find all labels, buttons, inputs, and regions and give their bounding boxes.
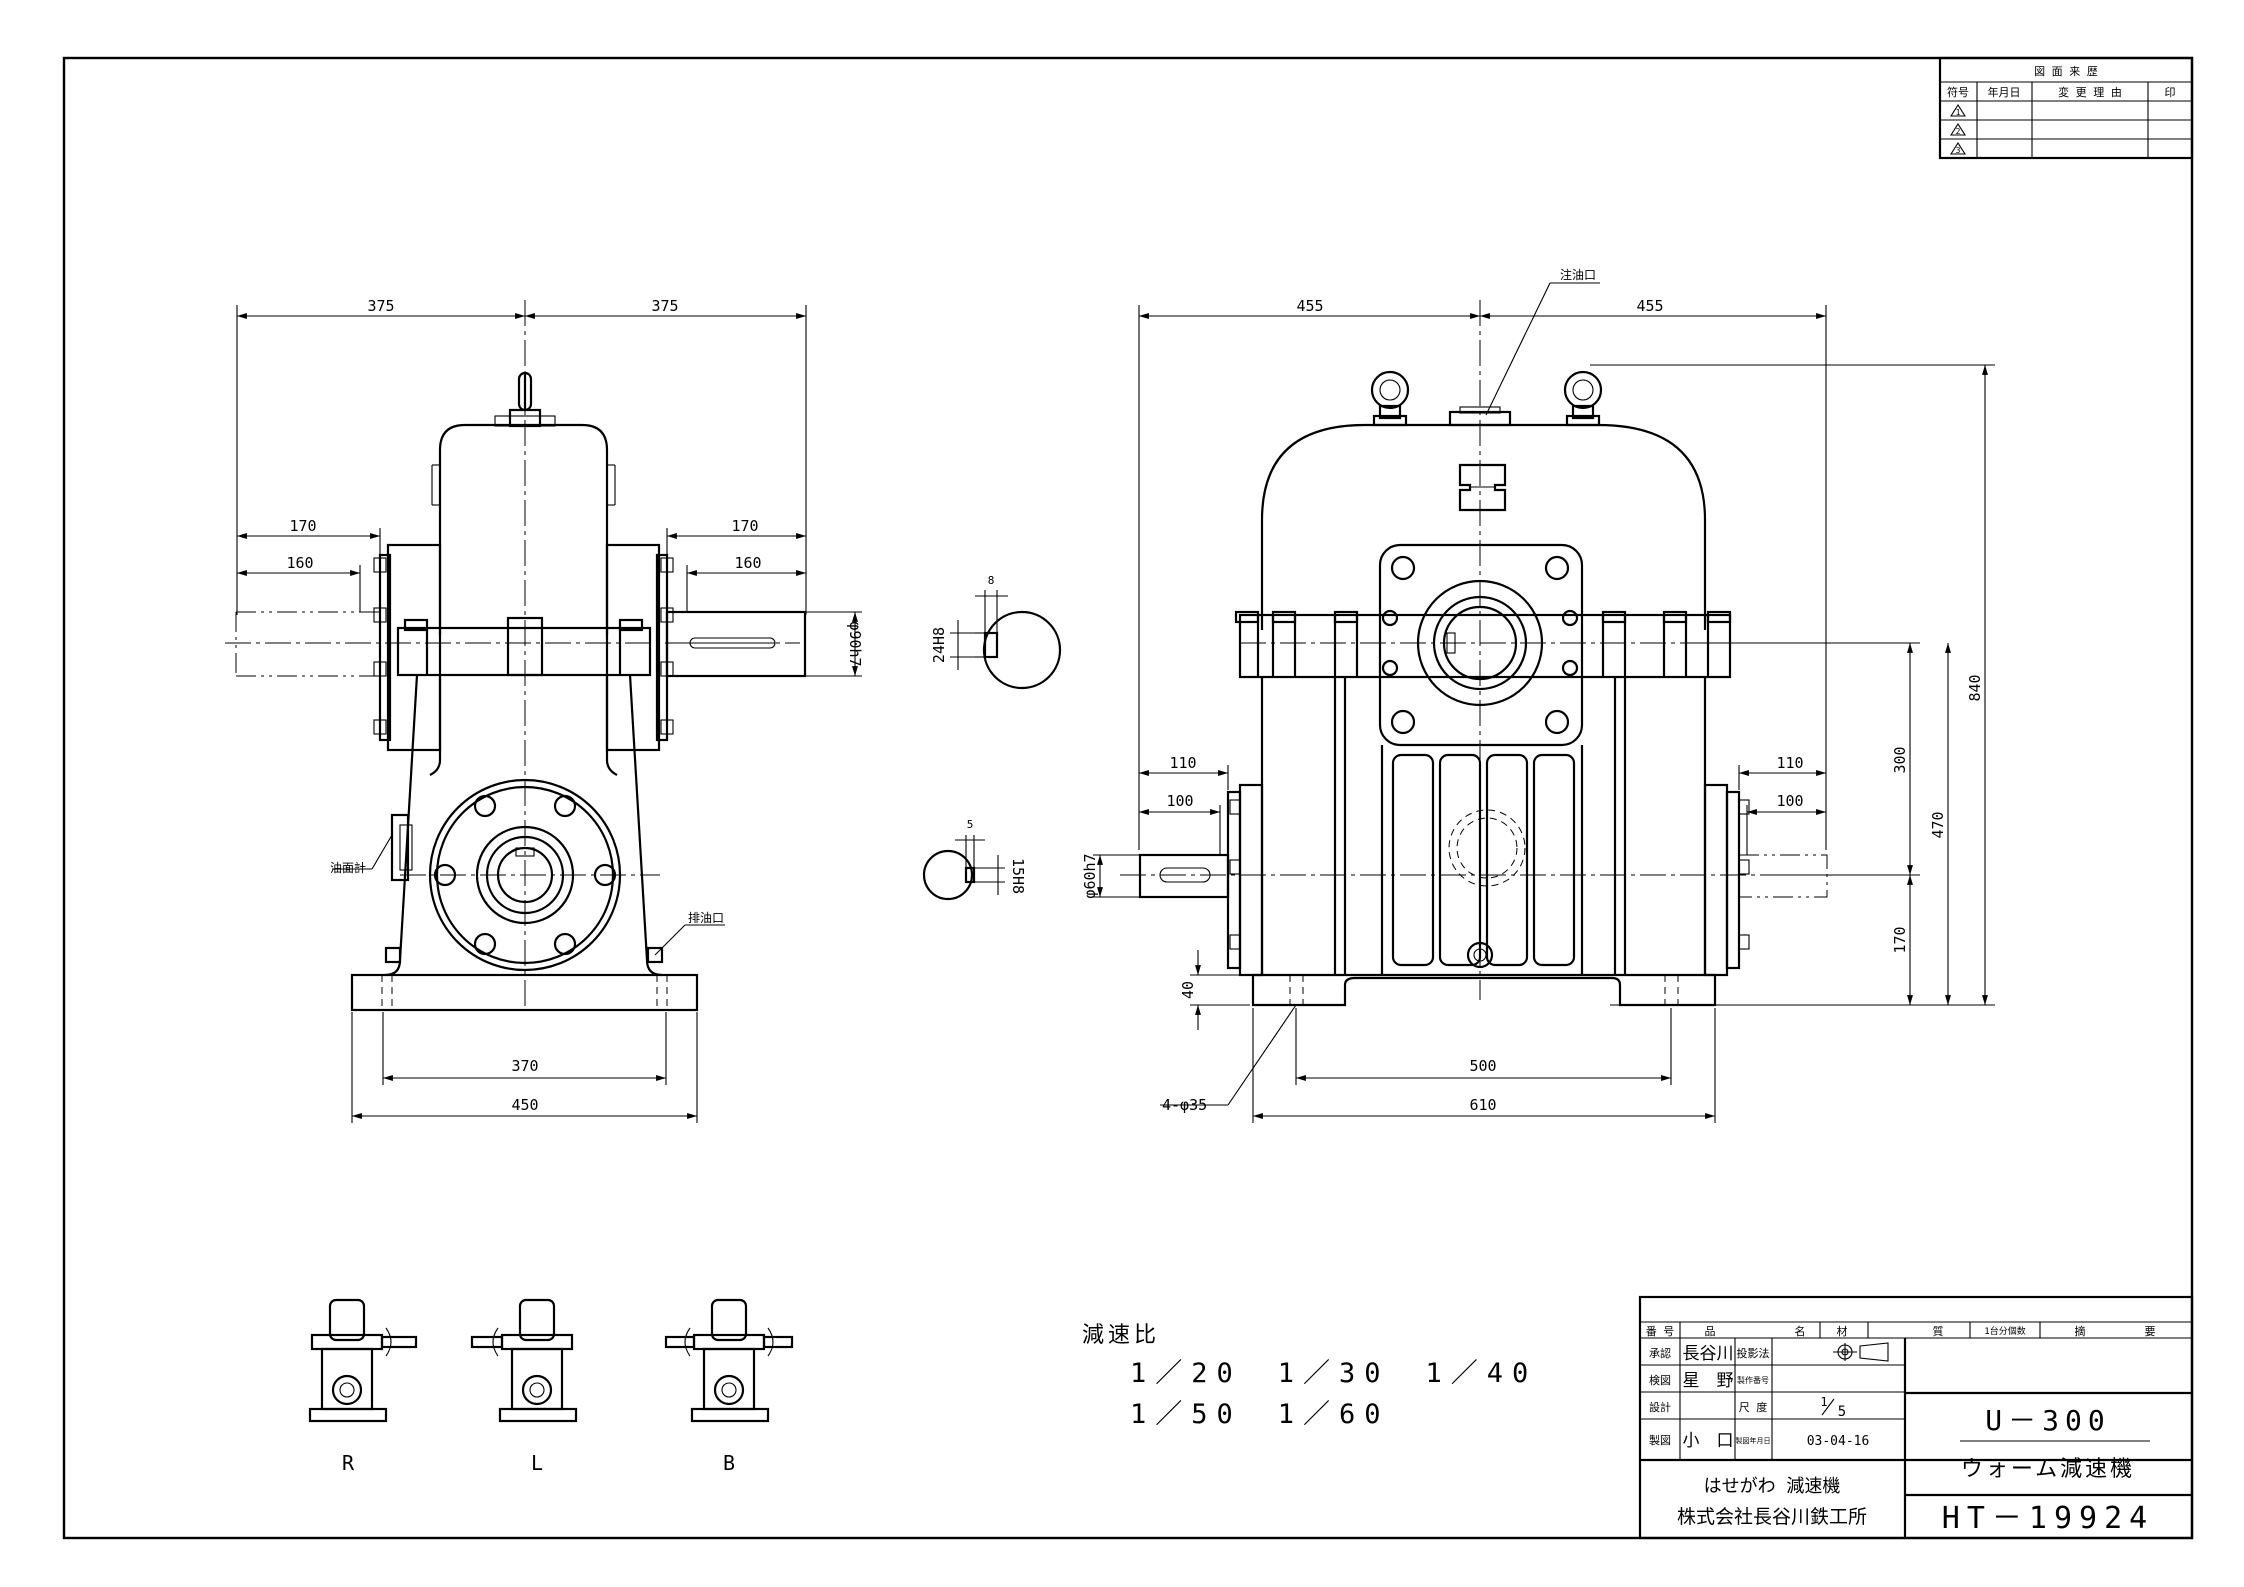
dim-front-100-left: 100 xyxy=(1166,792,1193,810)
dim-front-worm-dia: φ60h7 xyxy=(1081,853,1099,898)
title-block: 番 号 品 名 材 質 1台分個数 摘 要 承認 長谷川 投影法 検図 星 野 … xyxy=(1638,1295,2194,1540)
oil-gauge-label: 油面計 xyxy=(330,860,366,875)
tb-date-value: 03-04-16 xyxy=(1807,1434,1870,1449)
tb-header-number: 番 号 xyxy=(1646,1325,1675,1338)
sheet-border xyxy=(62,56,2194,1540)
dim-side-375-right: 375 xyxy=(651,297,678,315)
ratio-line-2: 1／50 1／60 xyxy=(1130,1399,1390,1430)
tb-header-remarks-1: 摘 xyxy=(2075,1324,2086,1338)
tb-key-projection: 投影法 xyxy=(1737,1346,1770,1360)
tb-name-drafted: 小 口 xyxy=(1683,1431,1734,1451)
dim-front-470: 470 xyxy=(1929,811,1947,838)
tb-header-remarks-2: 要 xyxy=(2145,1325,2156,1338)
tb-company-line-1: はせがわ 減速機 xyxy=(1704,1476,1841,1497)
key-large-width: 24H8 xyxy=(930,627,948,663)
revision-header-reason: 変 更 理 由 xyxy=(2058,85,2122,99)
dim-front-40: 40 xyxy=(1179,981,1197,999)
tb-product: ウォーム減速機 xyxy=(1961,1457,2135,1482)
dim-front-455-right: 455 xyxy=(1636,297,1663,315)
arrangement-b xyxy=(664,1298,794,1423)
revision-title: 図 面 来 歴 xyxy=(2034,65,2098,78)
revision-mark-3: 3 xyxy=(1956,146,1961,155)
arrangement-label-b: B xyxy=(723,1451,735,1475)
tb-role-drafted: 製図 xyxy=(1649,1433,1671,1447)
front-dimensions: 455 455 110 100 110 100 φ60h7 40 xyxy=(1081,297,1995,1123)
dim-front-170: 170 xyxy=(1891,926,1909,953)
revision-mark-2: 2 xyxy=(1956,127,1961,136)
side-flange-bolts xyxy=(433,794,617,956)
dim-side-170-left: 170 xyxy=(289,517,316,535)
revision-header-date: 年月日 xyxy=(1988,85,2021,99)
tb-role-approved: 承認 xyxy=(1649,1346,1671,1360)
dim-front-110-left: 110 xyxy=(1169,754,1196,772)
tb-company-line-2: 株式会社長谷川鉄工所 xyxy=(1677,1506,1867,1528)
tb-header-qty: 1台分個数 xyxy=(1984,1325,2025,1337)
oil-drain-label: 排油口 xyxy=(688,911,724,925)
dim-side-shaft-dia: φ90h7 xyxy=(846,621,864,666)
dim-front-100-right: 100 xyxy=(1776,792,1803,810)
revision-header-stamp: 印 xyxy=(2165,86,2176,99)
dim-front-455-left: 455 xyxy=(1296,297,1323,315)
tb-name-approved: 長谷川 xyxy=(1683,1344,1734,1364)
tb-drawing-number: HT－19924 xyxy=(1942,1501,2154,1536)
tb-header-item-1: 品 xyxy=(1705,1325,1716,1338)
dim-side-370: 370 xyxy=(511,1057,538,1075)
arrangement-label-l: L xyxy=(531,1451,543,1475)
dim-front-110-right: 110 xyxy=(1776,754,1803,772)
dim-side-170-right: 170 xyxy=(731,517,758,535)
key-section-small: 15H8 5 xyxy=(922,818,1027,901)
tb-key-scale: 尺 度 xyxy=(1739,1400,1768,1414)
key-small-depth: 5 xyxy=(967,818,974,831)
tb-header-item-2: 名 xyxy=(1795,1324,1806,1338)
dim-side-375-left: 375 xyxy=(367,297,394,315)
dim-front-500: 500 xyxy=(1469,1057,1496,1075)
dim-front-610: 610 xyxy=(1469,1096,1496,1114)
dim-side-450: 450 xyxy=(511,1096,538,1114)
revision-block: 図 面 来 歴 符号 年月日 変 更 理 由 印 1 2 3 xyxy=(1938,56,2194,160)
tb-header-material-2: 質 xyxy=(1933,1324,1944,1338)
dim-front-300: 300 xyxy=(1891,746,1909,773)
oil-inlet-label: 注油口 xyxy=(1560,267,1596,282)
revision-mark-1: 1 xyxy=(1956,108,1961,117)
arrangement-l xyxy=(470,1298,578,1423)
front-split-bolts xyxy=(1234,610,1732,677)
arrangement-r xyxy=(308,1298,418,1423)
key-section-large: 24H8 8 xyxy=(930,574,1062,690)
tb-scale-num: 1 xyxy=(1820,1395,1827,1409)
front-view: 注油口 455 455 110 100 110 100 φ60h7 xyxy=(1081,267,1995,1123)
front-cover-bolts xyxy=(1381,555,1579,735)
tb-key-mfg-number: 製作番号 xyxy=(1737,1375,1769,1385)
key-large-depth: 8 xyxy=(988,574,995,587)
dim-front-holes: 4-φ35 xyxy=(1162,1096,1207,1114)
dim-side-160-left: 160 xyxy=(286,554,313,572)
side-dimensions: 375 375 170 160 170 160 φ90h7 370 xyxy=(236,297,864,1123)
tb-name-checked: 星 野 xyxy=(1683,1371,1734,1391)
side-view: 油面計 排油口 375 375 170 160 170 160 xyxy=(225,297,864,1123)
tb-role-checked: 検図 xyxy=(1649,1373,1671,1387)
key-small-width: 15H8 xyxy=(1009,858,1027,894)
ratio-title: 減速比 xyxy=(1082,1323,1160,1348)
dim-front-840: 840 xyxy=(1966,674,1984,701)
tb-scale-den: 5 xyxy=(1838,1404,1846,1420)
tb-role-designed: 設計 xyxy=(1649,1400,1671,1414)
tb-key-date: 製図年月日 xyxy=(1736,1436,1771,1445)
tb-header-material-1: 材 xyxy=(1837,1324,1848,1338)
ratio-line-1: 1／20 1／30 1／40 xyxy=(1130,1358,1537,1389)
dim-side-160-right: 160 xyxy=(734,554,761,572)
tb-model: U－300 xyxy=(1985,1404,2110,1437)
projection-symbol-icon xyxy=(1833,1342,1889,1362)
revision-header-mark: 符号 xyxy=(1947,86,1969,99)
arrangement-label-r: R xyxy=(342,1451,355,1475)
